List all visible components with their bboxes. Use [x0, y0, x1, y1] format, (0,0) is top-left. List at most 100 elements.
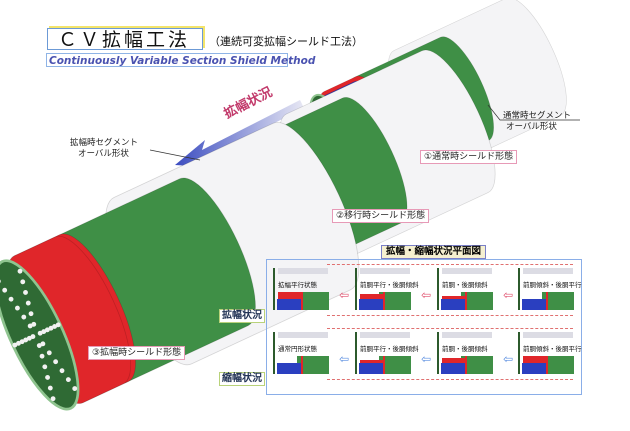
- cell-divider: [518, 332, 520, 374]
- front-body-plan: [522, 363, 547, 374]
- cutter-bit: [46, 350, 52, 356]
- rear-body-plan: [542, 292, 574, 310]
- cell-header-strip: [278, 332, 328, 338]
- rear-body-plan: [461, 292, 493, 310]
- state-arrow-icon: ⇦: [421, 288, 432, 302]
- stage-label-widened: ③拡幅時シールド形態: [88, 346, 186, 360]
- cell-divider: [437, 332, 439, 374]
- front-body-plan: [359, 363, 384, 374]
- cutter-bit: [72, 386, 78, 391]
- cutter-bit: [23, 289, 28, 295]
- state-cell: 前胴傾斜・後胴平行: [518, 266, 582, 312]
- cell-divider: [518, 268, 520, 310]
- cell-header-strip: [523, 332, 573, 338]
- cell-label: 前胴傾斜・後胴平行: [523, 281, 582, 289]
- cell-header-strip: [278, 268, 328, 274]
- callout-left-line1: 拡幅時セグメント: [70, 138, 139, 148]
- state-cell: 前胴平行・後胴傾斜: [355, 266, 419, 312]
- state-plan-diagram: [522, 292, 574, 310]
- cutter-bit: [23, 337, 29, 343]
- cutter-bit: [2, 287, 8, 293]
- state-arrow-icon: ⇦: [503, 288, 514, 302]
- row-label-narrowing: 縮幅状況: [219, 372, 265, 386]
- state-arrow-icon: ⇦: [421, 352, 432, 366]
- joint-plan: [383, 292, 385, 310]
- rear-body-plan: [379, 292, 411, 310]
- callout-right-line2: オーバル形状: [506, 122, 557, 132]
- cutter-bit: [45, 374, 50, 380]
- cutter-bit: [50, 396, 56, 402]
- cell-header-strip: [360, 268, 410, 274]
- state-plan-diagram: [359, 292, 411, 310]
- state-plan-diagram: [441, 356, 493, 374]
- cutter-bit: [41, 329, 47, 334]
- cutter-bit: [16, 340, 21, 346]
- cutter-bit: [20, 279, 26, 285]
- front-body-plan: [277, 363, 302, 374]
- dashed-guide: [327, 328, 573, 380]
- state-arrow-icon: ⇦: [503, 352, 514, 366]
- cutter-bit: [53, 359, 59, 365]
- cell-label: 前胴平行・後胴傾斜: [360, 281, 419, 289]
- front-body-plan: [277, 299, 302, 310]
- page-subtitle: （連続可変拡幅シールド工法）: [209, 35, 363, 48]
- cutter-bit: [48, 325, 54, 331]
- cell-header-strip: [523, 268, 573, 274]
- row-label-widening: 拡幅状況: [219, 309, 265, 323]
- callout-line-left: [149, 149, 201, 161]
- cutter-bit: [27, 323, 33, 329]
- cutter-bit: [42, 364, 48, 370]
- cutter-bit: [28, 311, 34, 317]
- callout-left-line2: オーバル形状: [78, 149, 129, 159]
- cutter-bit: [26, 335, 32, 341]
- joint-plan: [465, 356, 467, 374]
- rear-body-plan: [297, 356, 329, 374]
- english-title: Continuously Variable Section Shield Met…: [46, 53, 315, 67]
- front-body-plan: [522, 299, 547, 310]
- state-cell: 前胴・後胴傾斜: [437, 330, 495, 376]
- state-plan-diagram: [359, 356, 411, 374]
- cutter-bit: [12, 342, 18, 348]
- joint-plan: [465, 292, 467, 310]
- cell-header-strip: [442, 332, 492, 338]
- cell-divider: [355, 332, 357, 374]
- state-cell: 前胴平行・後胴傾斜: [355, 330, 419, 376]
- state-plan-diagram: [522, 356, 574, 374]
- state-cell: 前胴・後胴傾斜: [437, 266, 495, 312]
- state-cell: 通常円形状態: [273, 330, 331, 376]
- cell-header-strip: [442, 268, 492, 274]
- cell-label: 通常円形状態: [278, 345, 317, 353]
- rear-body-plan: [542, 356, 574, 374]
- cell-label: 前胴傾斜・後胴平行: [523, 345, 582, 353]
- front-body-plan: [441, 299, 466, 310]
- state-arrow-icon: ⇦: [339, 288, 350, 302]
- cutter-bit: [31, 321, 37, 327]
- state-plan-diagram: [441, 292, 493, 310]
- state-cell: 前胴傾斜・後胴平行: [518, 330, 582, 376]
- cutter-bit: [44, 327, 50, 333]
- callout-line-right: [487, 104, 580, 121]
- cutter-bit: [36, 343, 42, 348]
- joint-plan: [546, 356, 548, 374]
- cutter-bit: [19, 339, 25, 345]
- cutter-bit: [52, 324, 58, 329]
- cutter-bit: [39, 353, 45, 359]
- joint-plan: [301, 292, 303, 310]
- page-title: ＣＶ拡幅工法: [47, 28, 203, 51]
- cutter-bit: [14, 305, 20, 311]
- cutter-bit: [21, 314, 27, 320]
- front-body-plan: [441, 363, 466, 374]
- joint-plan: [383, 356, 385, 374]
- cutter-bit: [59, 368, 65, 374]
- cutter-bit: [25, 300, 31, 306]
- callout-right: 通常時セグメント オーバル形状: [503, 111, 571, 133]
- direction-arrow-icon: [175, 100, 304, 167]
- callout-right-line1: 通常時セグメント: [503, 111, 572, 121]
- rear-body-plan: [379, 356, 411, 374]
- cutter-bit: [47, 385, 53, 391]
- state-plan-diagram: [277, 356, 329, 374]
- cell-label: 前胴・後胴傾斜: [442, 281, 488, 289]
- cell-label: 拡幅平行状態: [278, 281, 317, 289]
- front-body-plan: [359, 299, 384, 310]
